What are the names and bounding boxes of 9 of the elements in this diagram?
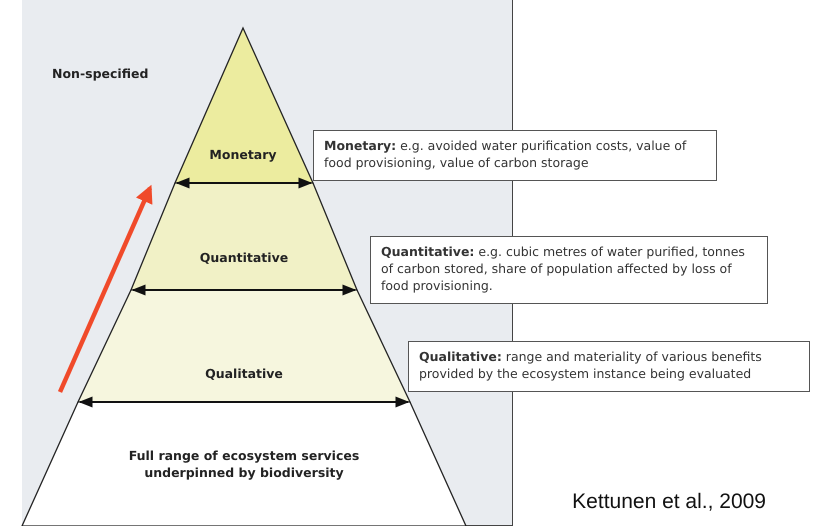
tier-label: Qualitative: [204, 365, 284, 382]
tier-label: Quantitative: [198, 249, 290, 266]
description-box: Qualitative: range and materiality of various benefits provided by the ecosystem instance being evaluated: [408, 341, 810, 392]
tier-label: Monetary: [208, 146, 278, 163]
tier-label: Non-specified: [52, 66, 148, 81]
description-box: Monetary: e.g. avoided water purification costs, value of food provisioning, value of carbon storage: [313, 130, 717, 181]
citation: Kettunen et al., 2009: [572, 490, 766, 514]
description-box: Quantitative: e.g. cubic metres of water purified, tonnes of carbon stored, share of population affected by loss of food provisioning.: [370, 236, 768, 304]
tier-label: Full range of ecosystem services underpinned by biodiversity: [128, 447, 360, 481]
